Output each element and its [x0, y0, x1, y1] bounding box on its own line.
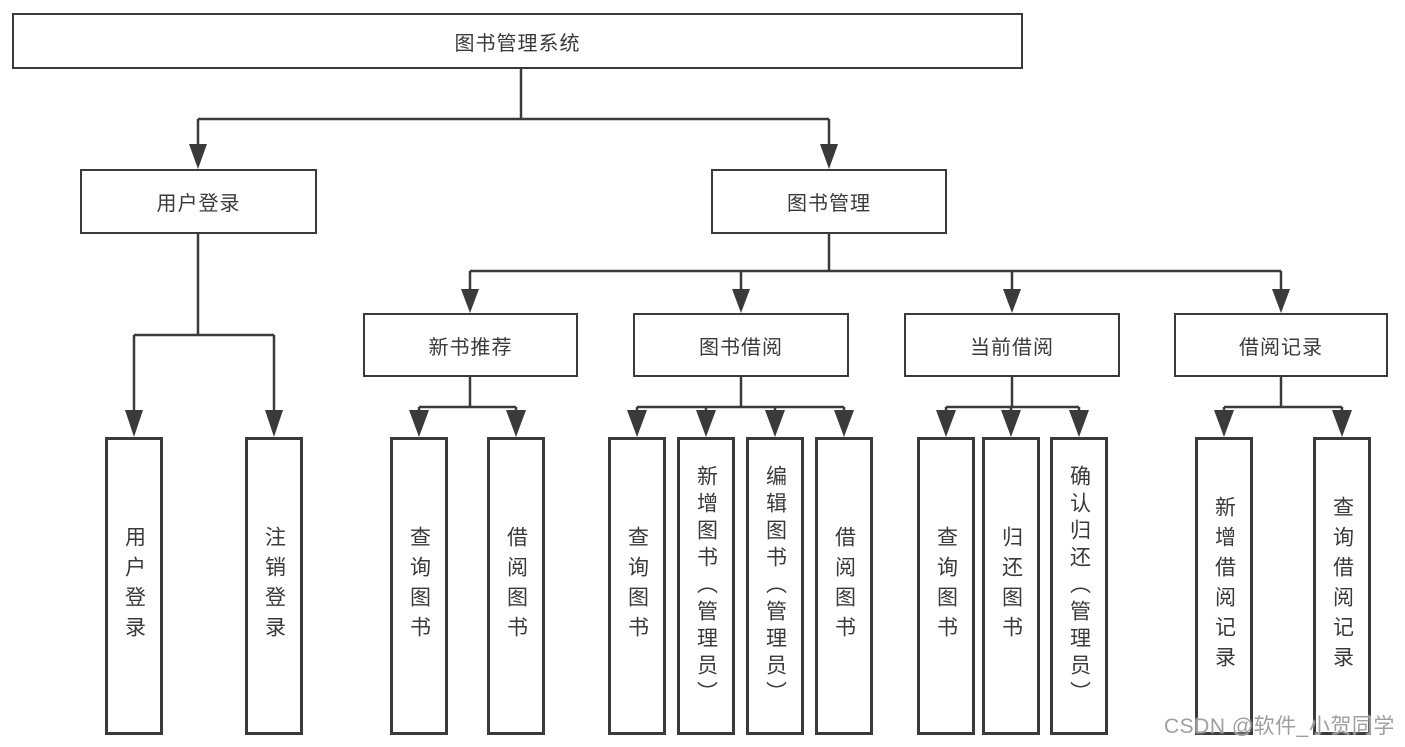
- leaf-edit-book-admin: 编辑图书（管理员）: [746, 437, 804, 735]
- leaf-logout-label: 注销登录: [262, 526, 286, 646]
- leaf-return-book: 归还图书: [982, 437, 1040, 735]
- leaf-add-borrow-record: 新增借阅记录: [1195, 437, 1253, 735]
- leaf-add-book-admin: 新增图书（管理员）: [677, 437, 735, 735]
- node-user-login: 用户登录: [80, 169, 317, 234]
- leaf-current-query-book: 查询图书: [917, 437, 975, 735]
- leaf-confirm-return-admin-label: 确认归还（管理员）: [1067, 464, 1091, 708]
- leaf-borrow-query-book-label: 查询图书: [625, 526, 649, 646]
- node-new-book-recommend: 新书推荐: [363, 313, 578, 377]
- leaf-return-book-label: 归还图书: [999, 526, 1023, 646]
- node-book-borrow-label: 图书借阅: [699, 336, 783, 359]
- leaf-user-login-label: 用户登录: [122, 526, 146, 646]
- node-root-label: 图书管理系统: [454, 32, 581, 55]
- leaf-confirm-return-admin: 确认归还（管理员）: [1050, 437, 1108, 735]
- leaf-logout: 注销登录: [245, 437, 303, 735]
- node-new-book-recommend-label: 新书推荐: [428, 336, 513, 359]
- leaf-current-query-book-label: 查询图书: [934, 526, 958, 646]
- node-book-management: 图书管理: [711, 169, 947, 234]
- leaf-recommend-query-book: 查询图书: [390, 437, 448, 735]
- node-borrow-record: 借阅记录: [1174, 313, 1388, 377]
- leaf-add-borrow-record-label: 新增借阅记录: [1212, 496, 1236, 676]
- leaf-add-book-admin-label: 新增图书（管理员）: [694, 464, 718, 708]
- node-root: 图书管理系统: [12, 13, 1023, 69]
- node-current-borrow-label: 当前借阅: [970, 336, 1054, 359]
- node-current-borrow: 当前借阅: [904, 313, 1120, 377]
- leaf-edit-book-admin-label: 编辑图书（管理员）: [763, 464, 787, 708]
- leaf-recommend-borrow-book: 借阅图书: [487, 437, 545, 735]
- csdn-watermark: CSDN @软件_小贺同学: [1164, 715, 1395, 738]
- leaf-query-borrow-record-label: 查询借阅记录: [1330, 496, 1354, 676]
- leaf-user-login: 用户登录: [105, 437, 163, 735]
- leaf-recommend-borrow-book-label: 借阅图书: [504, 526, 528, 646]
- node-book-borrow: 图书借阅: [633, 313, 849, 377]
- leaf-borrow-book: 借阅图书: [815, 437, 873, 735]
- node-user-login-label: 用户登录: [156, 193, 241, 215]
- leaf-borrow-query-book: 查询图书: [608, 437, 666, 735]
- node-book-management-label: 图书管理: [787, 193, 871, 215]
- leaf-query-borrow-record: 查询借阅记录: [1313, 437, 1371, 735]
- leaf-borrow-book-label: 借阅图书: [832, 526, 856, 646]
- node-borrow-record-label: 借阅记录: [1239, 336, 1323, 359]
- leaf-recommend-query-book-label: 查询图书: [407, 526, 431, 646]
